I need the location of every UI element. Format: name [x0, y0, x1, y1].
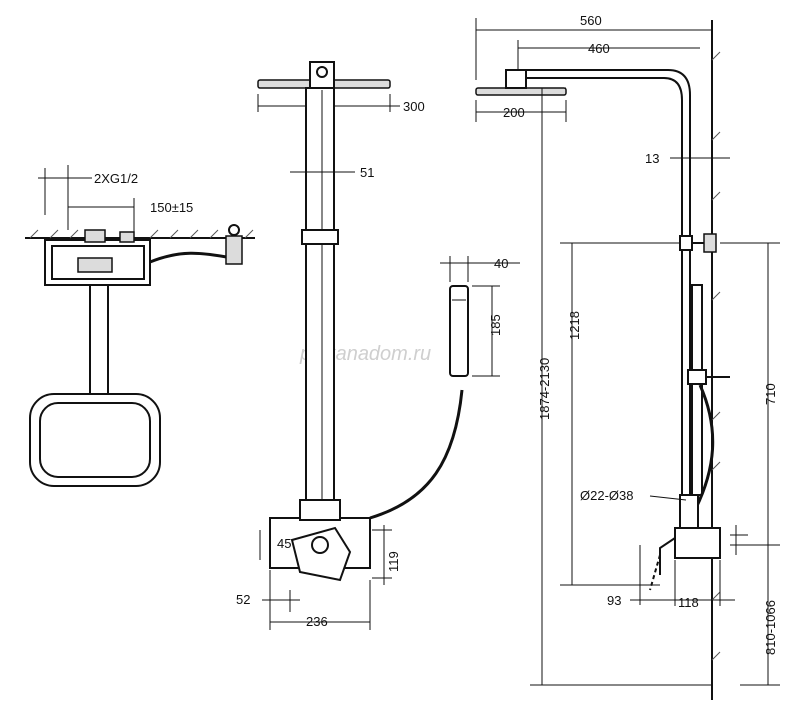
- dim-93: 93: [607, 593, 621, 608]
- wall-hatch: [29, 229, 254, 239]
- wall-elbow: [225, 235, 243, 265]
- dim-diam: Ø22-Ø38: [580, 488, 633, 503]
- hose-top: [149, 251, 233, 264]
- front-view: 300 51 40 185 45 119: [236, 61, 520, 630]
- dim-236: 236: [306, 614, 328, 629]
- mixer-riser: [679, 494, 699, 529]
- wall-hatch-right: [711, 51, 721, 661]
- hand-shower: [449, 285, 469, 377]
- top-view: 2XG1/2 150±15: [25, 165, 255, 487]
- dim-1874-2130: 1874-2130: [537, 358, 552, 420]
- side-hose: [693, 384, 715, 511]
- side-head: [475, 87, 567, 96]
- rail-clamp: [301, 229, 339, 245]
- dim-52: 52: [236, 592, 250, 607]
- mixer-valve: [77, 257, 113, 273]
- front-rail: [305, 87, 335, 514]
- dim-40: 40: [494, 256, 508, 271]
- mixer-handle: [290, 526, 352, 582]
- dim-810-1066: 810-1066: [763, 600, 778, 655]
- side-head-joint: [505, 69, 527, 89]
- dim-200: 200: [503, 105, 525, 120]
- inlet-1: [84, 229, 106, 243]
- shower-arm-outer: [516, 69, 691, 495]
- dim-460: 460: [588, 41, 610, 56]
- dim-51: 51: [360, 165, 374, 180]
- slide-bar: [691, 284, 703, 496]
- dim-710: 710: [763, 383, 778, 405]
- head-connector: [309, 61, 335, 89]
- dim-13: 13: [645, 151, 659, 166]
- dim-2xg12: 2XG1/2: [94, 171, 138, 186]
- side-mixer: [674, 527, 721, 559]
- dim-118: 118: [678, 595, 699, 610]
- dim-300: 300: [403, 99, 425, 114]
- dim-119: 119: [386, 551, 401, 572]
- side-view: 560 460 200 13: [475, 13, 780, 700]
- dim-560: 560: [580, 13, 602, 28]
- inlet-2: [119, 231, 135, 243]
- wall-bracket: [679, 235, 693, 251]
- mixer-top-block: [299, 499, 341, 521]
- slide-holder: [687, 369, 707, 385]
- mixer-lever: [659, 537, 676, 575]
- dim-45: 45: [277, 536, 291, 551]
- lever-sweep: [649, 554, 661, 591]
- dim-150: 150±15: [150, 200, 193, 215]
- dim-185: 185: [488, 314, 503, 336]
- head-outer: [29, 393, 161, 487]
- bracket-plate: [703, 233, 717, 253]
- dim-1218: 1218: [567, 311, 582, 340]
- shower-arm-inner: [516, 77, 683, 495]
- front-hose: [369, 389, 464, 520]
- head-inner: [39, 402, 151, 478]
- mixer-body-inner: [51, 245, 145, 280]
